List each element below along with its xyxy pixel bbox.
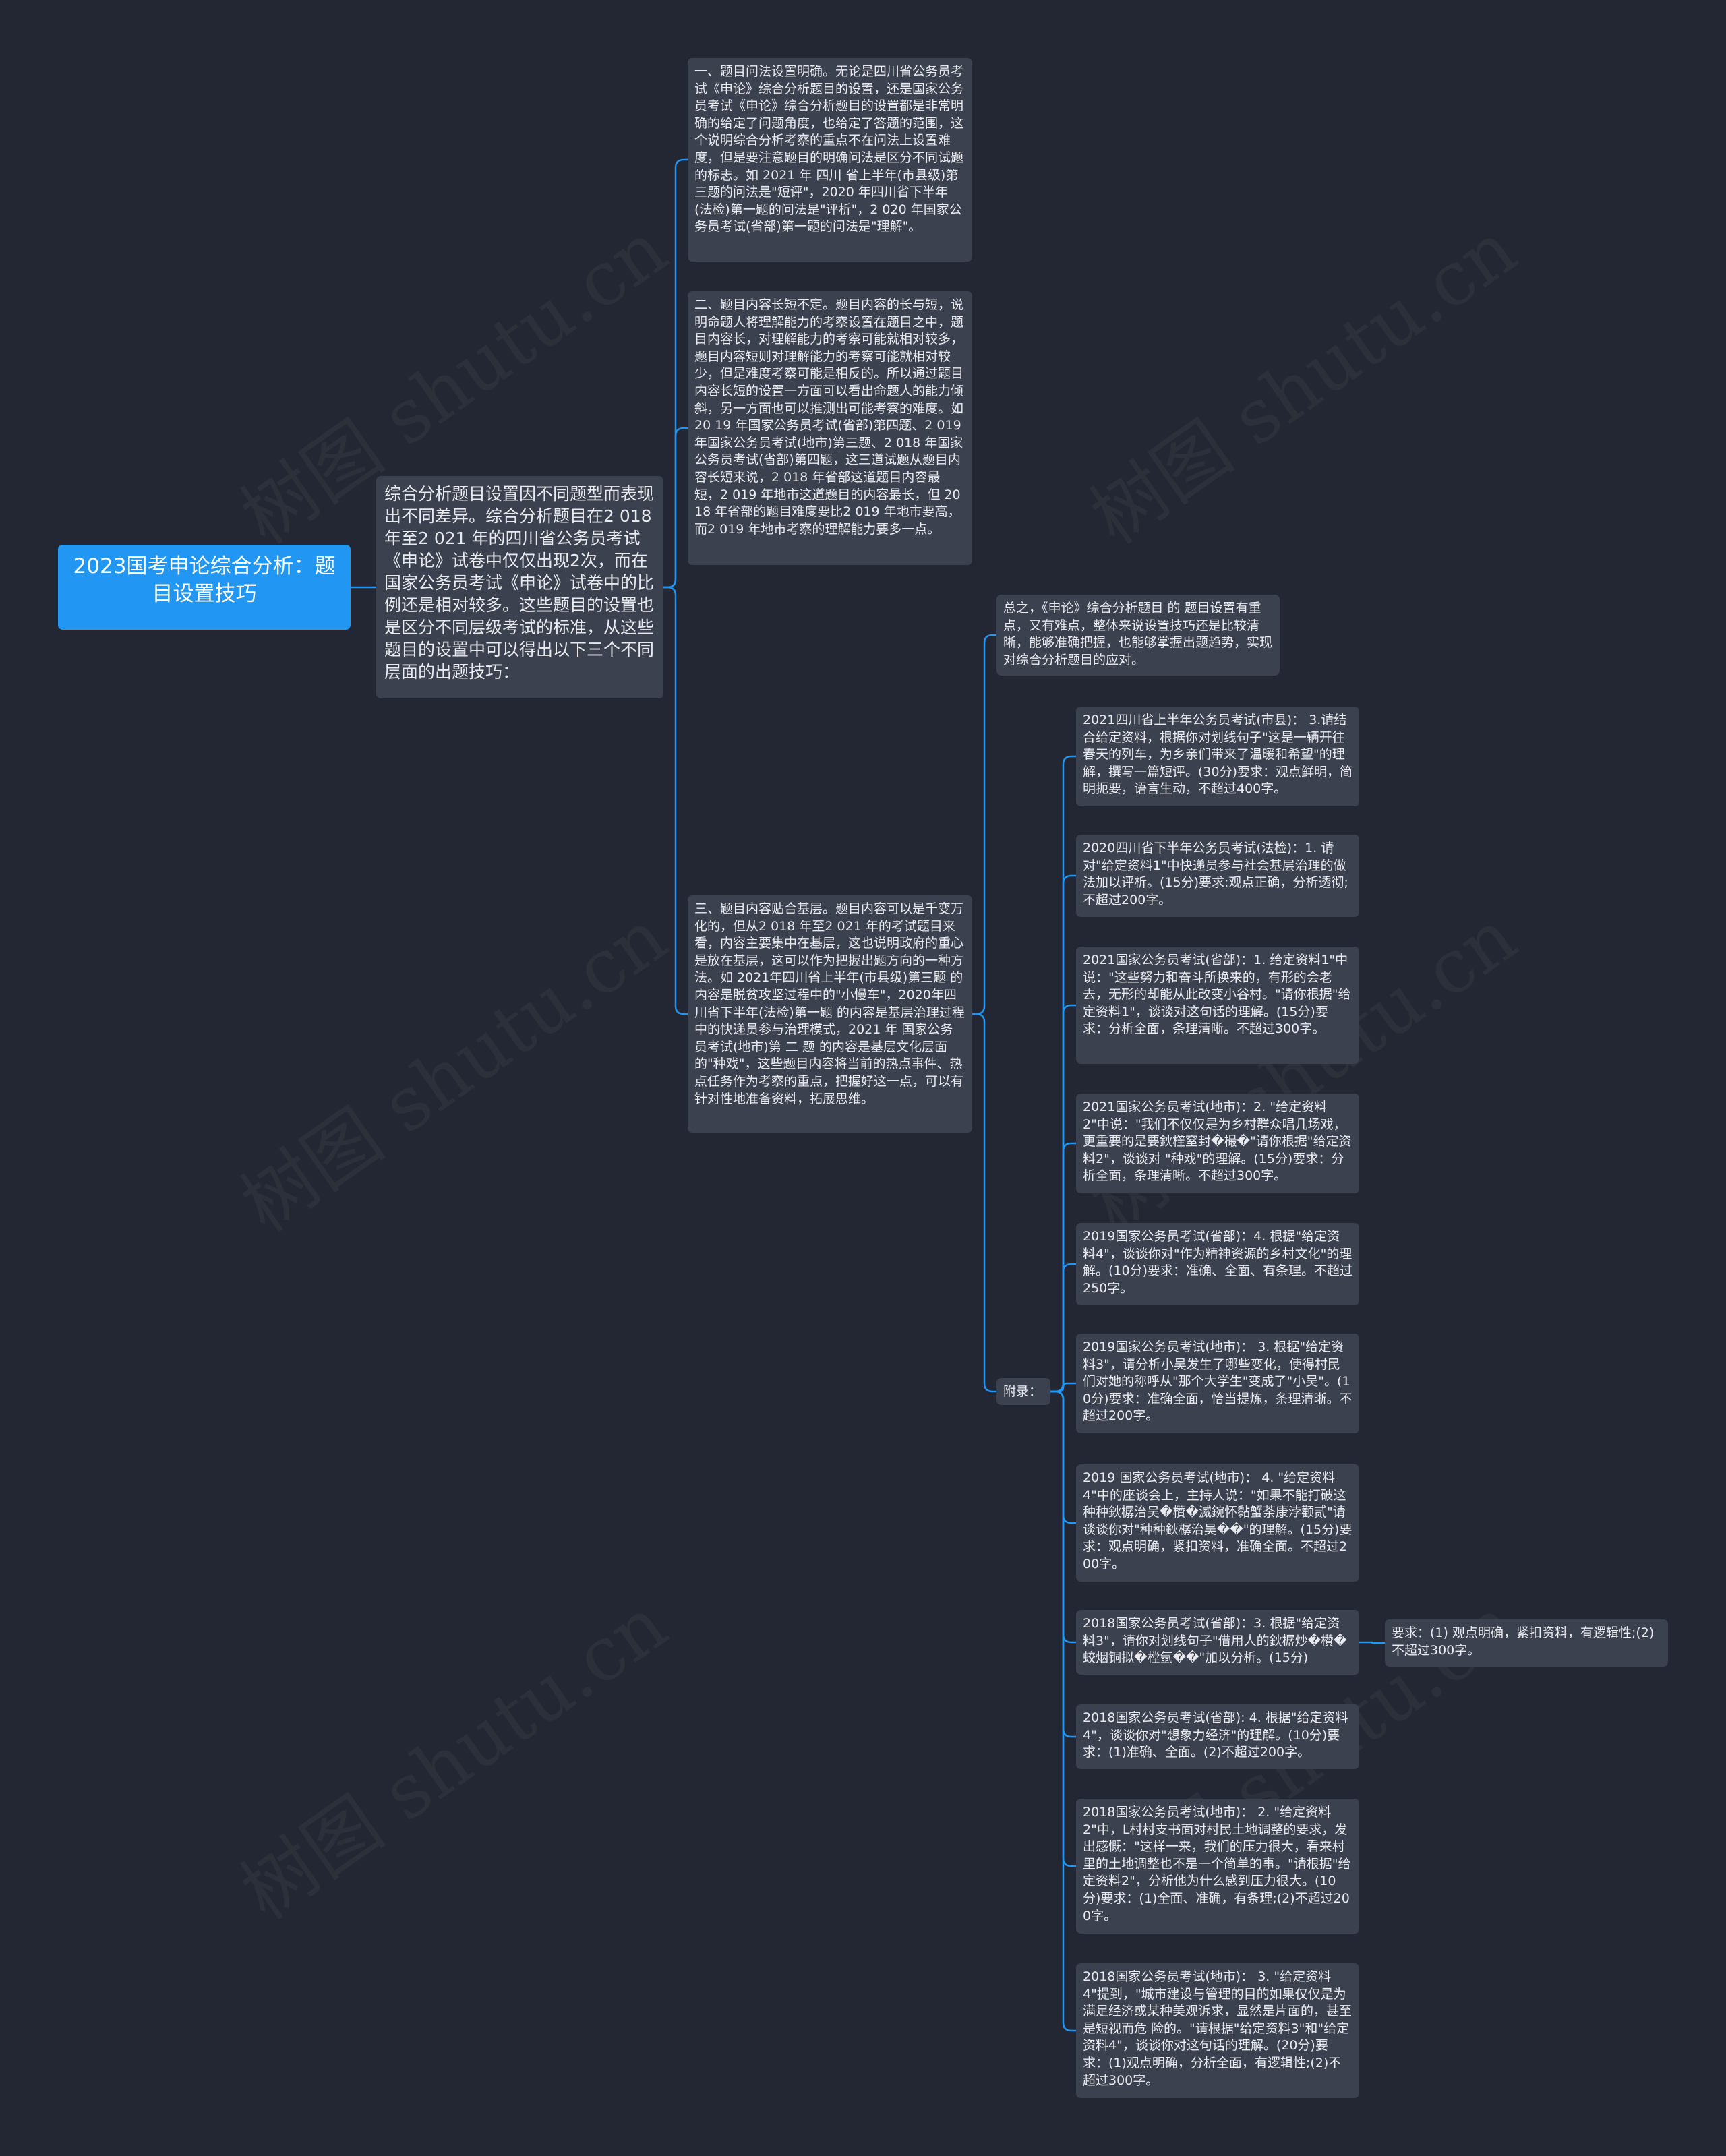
appendix-item-node[interactable]: 2020四川省下半年公务员考试(法检)：1. 请对"给定资料1"中快递员参与社会… xyxy=(1076,835,1359,917)
connector-line xyxy=(1050,1263,1076,1393)
appendix-item-node[interactable]: 2021国家公务员考试(省部)：1. 给定资料1"中说："这些努力和奋斗所换来的… xyxy=(1076,947,1359,1064)
appendix-item-node[interactable]: 2021四川省上半年公务员考试(市县)： 3.请结合给定资料，根据你对划线句子"… xyxy=(1076,707,1359,806)
appendix-item-node[interactable]: 2019国家公务员考试(省部)：4. 根据"给定资料4"，谈谈你对"作为精神资源… xyxy=(1076,1223,1359,1305)
connector-line xyxy=(663,586,688,1015)
summary-node[interactable]: 总之，《申论》综合分析题目 的 题目设置有重点，又有难点，整体来说设置技巧还是比… xyxy=(996,595,1280,676)
appendix-item-node[interactable]: 2018国家公务员考试(地市)： 2. "给定资料2"中，L村村支书面对村民土地… xyxy=(1076,1799,1359,1934)
appendix-label-node[interactable]: 附录： xyxy=(996,1378,1050,1405)
appendix-item-node[interactable]: 2018国家公务员考试(地市)： 3. "给定资料4"提到，"城市建设与管理的目… xyxy=(1076,1963,1359,2098)
point-3-node[interactable]: 三、题目内容贴合基层。题目内容可以是千变万化的，但从2 018 年至2 021 … xyxy=(688,895,972,1133)
appendix-note-node[interactable]: 要求：(1) 观点明确，紧扣资料，有逻辑性;(2)不超过300字。 xyxy=(1385,1619,1668,1667)
appendix-item-node[interactable]: 2021国家公务员考试(地市)：2. "给定资料2"中说："我们不仅仅是为乡村群… xyxy=(1076,1094,1359,1193)
intro-node[interactable]: 综合分析题目设置因不同题型而表现出不同差异。综合分析题目在2 018 年至2 0… xyxy=(376,476,663,698)
connector-line xyxy=(1050,1382,1076,1393)
point-2-node[interactable]: 二、题目内容长短不定。题目内容的长与短，说明命题人将理解能力的考察设置在题目之中… xyxy=(688,291,972,565)
appendix-item-node[interactable]: 2018国家公务员考试(省部)：3. 根据"给定资料3"，请你对划线句子"借用人… xyxy=(1076,1610,1359,1675)
connector-line xyxy=(972,1013,996,1393)
point-1-node[interactable]: 一、题目问法设置明确。无论是四川省公务员考试《申论》综合分析题目的设置，还是国家… xyxy=(688,58,972,262)
appendix-item-node[interactable]: 2018国家公务员考试(省部): 4. 根据"给定资料4"，谈谈你对"想象力经济… xyxy=(1076,1704,1359,1769)
connector-line xyxy=(1359,1641,1385,1644)
appendix-item-node[interactable]: 2019国家公务员考试(地市)： 3. 根据"给定资料3"，请分析小吴发生了哪些… xyxy=(1076,1334,1359,1433)
connector-line xyxy=(1050,1390,1076,2032)
connector-line xyxy=(663,427,688,589)
connector-line xyxy=(972,634,996,1015)
appendix-item-node[interactable]: 2019 国家公务员考试(地市)： 4. "给定资料4"中的座谈会上，主持人说：… xyxy=(1076,1464,1359,1582)
root-topic-node[interactable]: 2023国考申论综合分析：题目设置技巧 xyxy=(58,545,351,630)
